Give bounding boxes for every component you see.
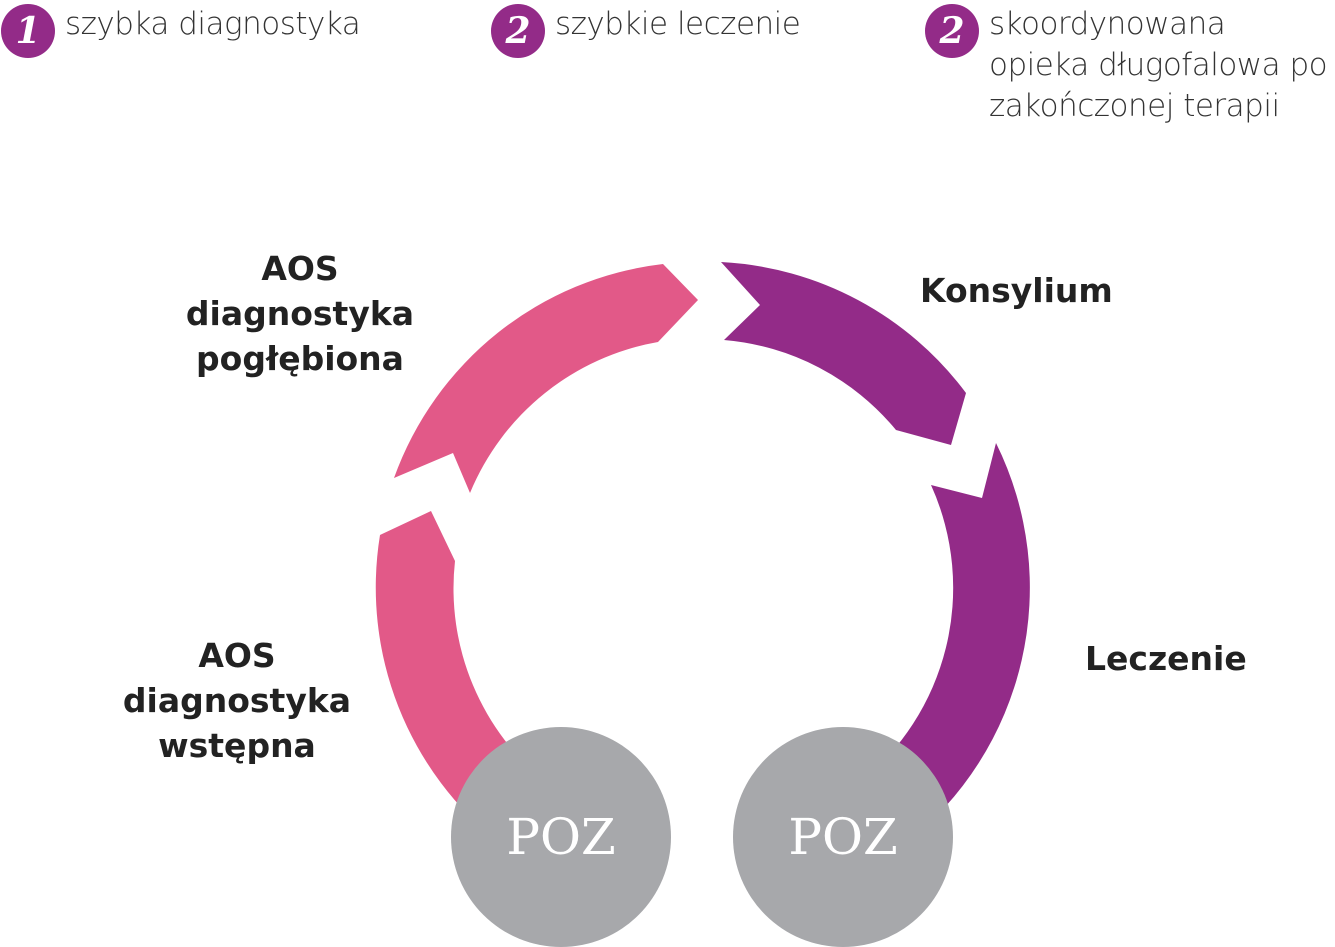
legend-text: szybkie leczenie <box>555 6 801 42</box>
number-badge: 2 <box>491 4 545 58</box>
poz-node-left: POZ <box>451 727 671 947</box>
label-deep-diagnostics: AOS diagnostyka pogłębiona <box>185 249 415 378</box>
legend-item-1: 1 szybka diagnostyka <box>1 4 361 58</box>
label-initial-diagnostics: AOS diagnostyka wstępna <box>122 636 352 765</box>
poz-node-right: POZ <box>733 727 953 947</box>
legend-text: szybka diagnostyka <box>65 6 361 42</box>
label-leczenie: Leczenie <box>1085 639 1247 678</box>
arrow-konsylium <box>721 262 966 445</box>
arrow-deep-diagnostics <box>394 264 698 493</box>
label-konsylium: Konsylium <box>920 271 1113 310</box>
legend-item-2: 2 szybkie leczenie <box>491 4 801 58</box>
legend-item-3: 2 skoordynowana opieka długofalowa po za… <box>925 4 1328 127</box>
legend-text: skoordynowana opieka długofalowa po zako… <box>989 6 1328 124</box>
number-badge: 1 <box>1 4 55 58</box>
number-badge: 2 <box>925 4 979 58</box>
